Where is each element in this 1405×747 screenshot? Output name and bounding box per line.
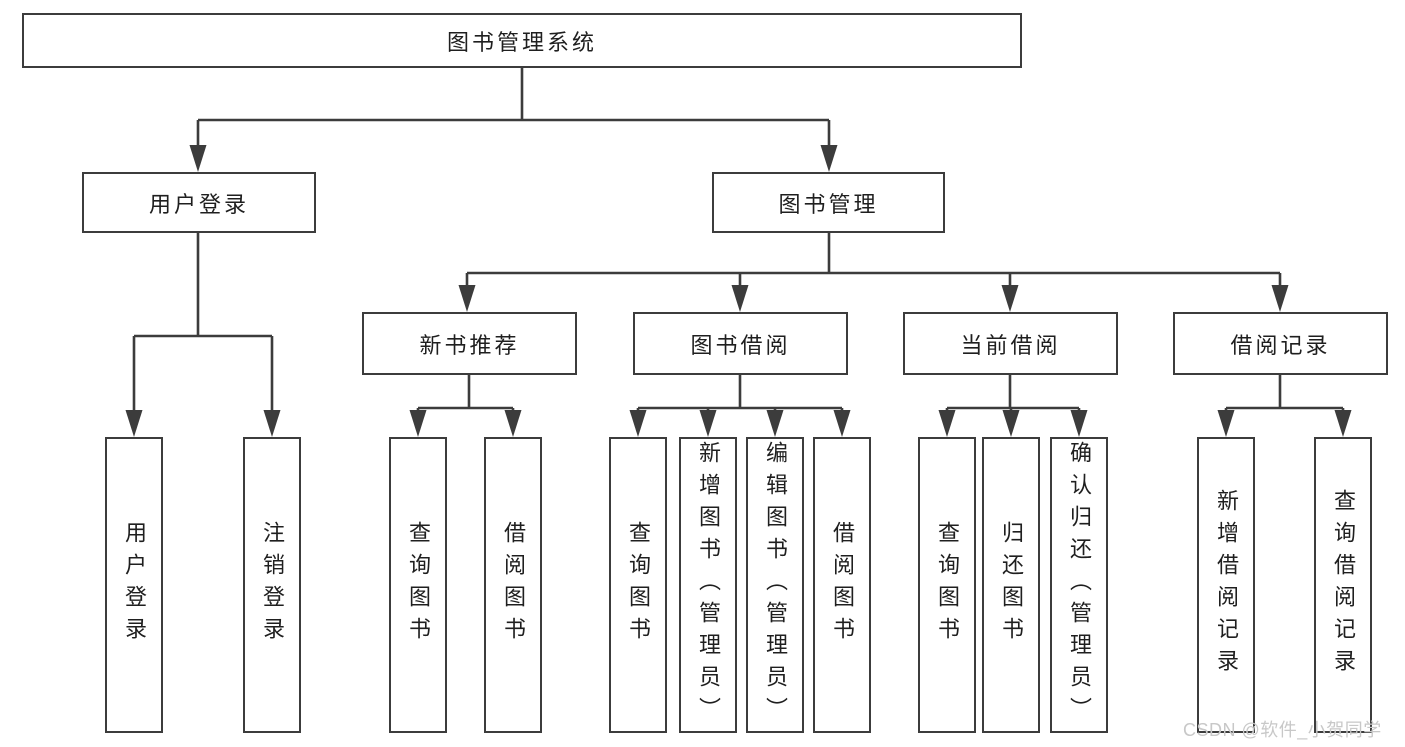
node-library-management-system: 图书管理系统	[22, 13, 1022, 68]
connector-root-to-level1	[189, 68, 838, 172]
leaf-query-books-current: 查询图书	[918, 437, 976, 733]
leaf-query-books-borrow: 查询图书	[609, 437, 667, 733]
arrowhead	[125, 410, 143, 437]
leaf-query-borrow-record: 查询借阅记录	[1314, 437, 1372, 733]
connector-book-management-children	[458, 233, 1289, 312]
arrowhead	[1070, 410, 1088, 437]
arrowhead	[1271, 285, 1289, 312]
connector-path	[636, 375, 844, 414]
connector-path	[196, 68, 831, 147]
arrowhead	[189, 145, 207, 172]
connector-new-book-children	[409, 375, 522, 437]
connector-user-login-children	[125, 233, 281, 437]
node-book-borrowing: 图书借阅	[633, 312, 848, 375]
connector-borrow-records-children	[1217, 375, 1352, 437]
connector-current-borrow-children	[938, 375, 1088, 437]
arrowhead	[1217, 410, 1235, 437]
leaf-add-borrow-record: 新增借阅记录	[1197, 437, 1255, 733]
node-new-book-recommendation: 新书推荐	[362, 312, 577, 375]
arrowhead	[409, 410, 427, 437]
connector-path	[132, 233, 274, 412]
connector-path	[465, 233, 1282, 287]
leaf-return-books: 归还图书	[982, 437, 1040, 733]
node-current-borrowing: 当前借阅	[903, 312, 1118, 375]
arrowhead	[833, 410, 851, 437]
leaf-user-login: 用户登录	[105, 437, 163, 733]
arrowhead	[1002, 410, 1020, 437]
leaf-query-books-recommend: 查询图书	[389, 437, 447, 733]
arrowhead	[629, 410, 647, 437]
leaf-edit-book-admin: 编辑图书（管理员）	[746, 437, 804, 733]
arrowhead	[1001, 285, 1019, 312]
connector-path	[945, 375, 1081, 414]
connector-path	[416, 375, 515, 414]
leaf-borrow-books-recommend: 借阅图书	[484, 437, 542, 733]
leaf-borrow-books: 借阅图书	[813, 437, 871, 733]
arrowhead	[766, 410, 784, 437]
node-book-management: 图书管理	[712, 172, 945, 233]
arrowhead	[504, 410, 522, 437]
arrowhead	[820, 145, 838, 172]
leaf-add-book-admin: 新增图书（管理员）	[679, 437, 737, 733]
arrowhead	[731, 285, 749, 312]
arrowhead	[458, 285, 476, 312]
arrowhead	[1334, 410, 1352, 437]
connector-book-borrow-children	[629, 375, 851, 437]
arrowhead	[938, 410, 956, 437]
leaf-logout: 注销登录	[243, 437, 301, 733]
node-borrowing-records: 借阅记录	[1173, 312, 1388, 375]
arrowhead	[263, 410, 281, 437]
arrowhead	[699, 410, 717, 437]
node-user-login: 用户登录	[82, 172, 316, 233]
connector-path	[1224, 375, 1345, 414]
csdn-watermark: CSDN @软件_小贺同学	[1183, 720, 1382, 740]
leaf-confirm-return-admin: 确认归还（管理员）	[1050, 437, 1108, 733]
